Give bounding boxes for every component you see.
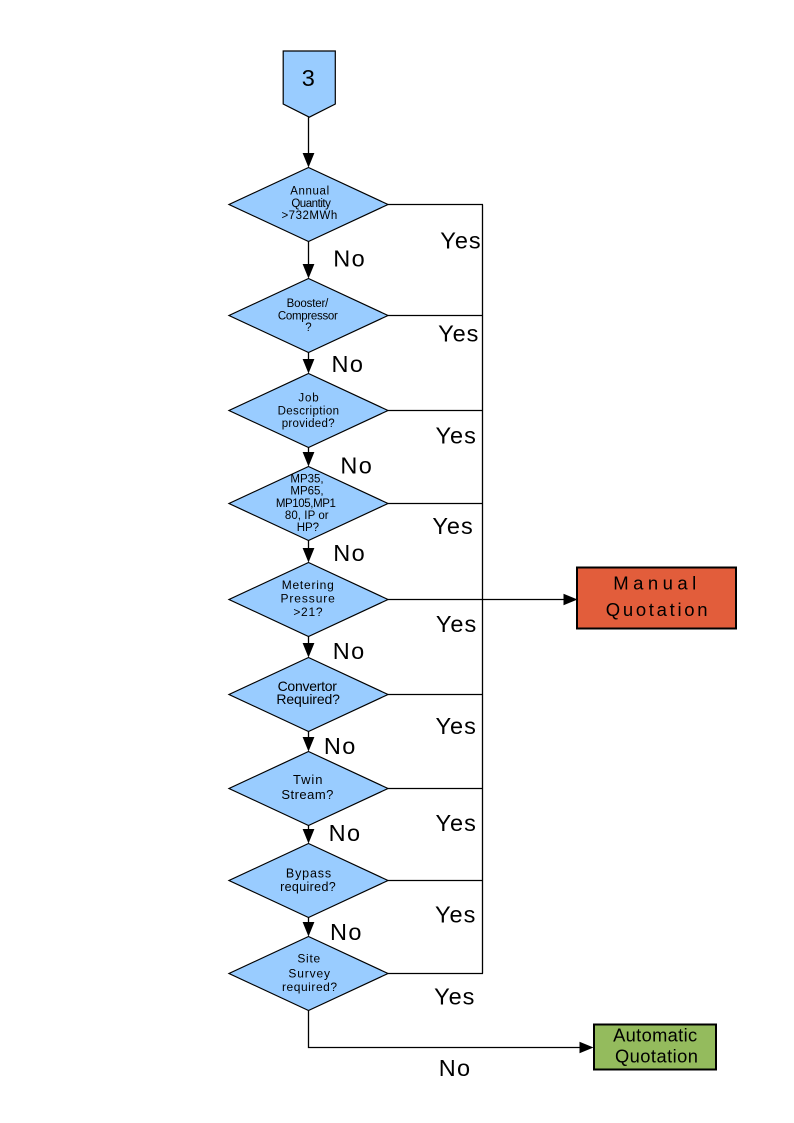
svg-text:Yes: Yes: [432, 513, 473, 539]
svg-text:Yes: Yes: [435, 901, 476, 927]
svg-text:Yes: Yes: [436, 810, 477, 836]
svg-text:Booster/ Compressor ?: Booster/ Compressor ?: [278, 298, 341, 334]
svg-text:Job Description provided?: Job Description provided?: [278, 393, 343, 431]
svg-text:Annual Quantity >732MWh: Annual Quantity >732MWh: [281, 186, 337, 222]
svg-text:Yes: Yes: [440, 227, 481, 253]
svg-text:No: No: [324, 733, 357, 759]
svg-text:No: No: [333, 638, 366, 664]
svg-text:Twin Stream?: Twin Stream?: [281, 772, 334, 802]
svg-text:No: No: [340, 452, 373, 478]
svg-text:Yes: Yes: [436, 713, 477, 739]
svg-text:Convertor Required?: Convertor Required?: [276, 678, 340, 707]
svg-text:No: No: [439, 1055, 472, 1081]
svg-text:Site Survey required?: Site Survey required?: [282, 952, 338, 994]
svg-text:Yes: Yes: [434, 983, 475, 1009]
svg-text:Metering Pressure >21?: Metering Pressure >21?: [280, 578, 339, 619]
svg-text:Yes: Yes: [436, 611, 477, 637]
svg-text:No: No: [333, 540, 366, 566]
svg-text:Bypass required?: Bypass required?: [280, 867, 336, 895]
svg-text:No: No: [329, 820, 362, 846]
svg-text:Yes: Yes: [438, 320, 479, 346]
svg-text:3: 3: [302, 65, 315, 91]
svg-text:No: No: [333, 246, 366, 272]
svg-text:Yes: Yes: [436, 423, 477, 449]
svg-text:MP35, MP65, MP105,MP1 80, IP o: MP35, MP65, MP105,MP1 80, IP or HP?: [276, 474, 339, 534]
svg-text:No: No: [330, 919, 363, 945]
svg-text:No: No: [332, 351, 365, 377]
